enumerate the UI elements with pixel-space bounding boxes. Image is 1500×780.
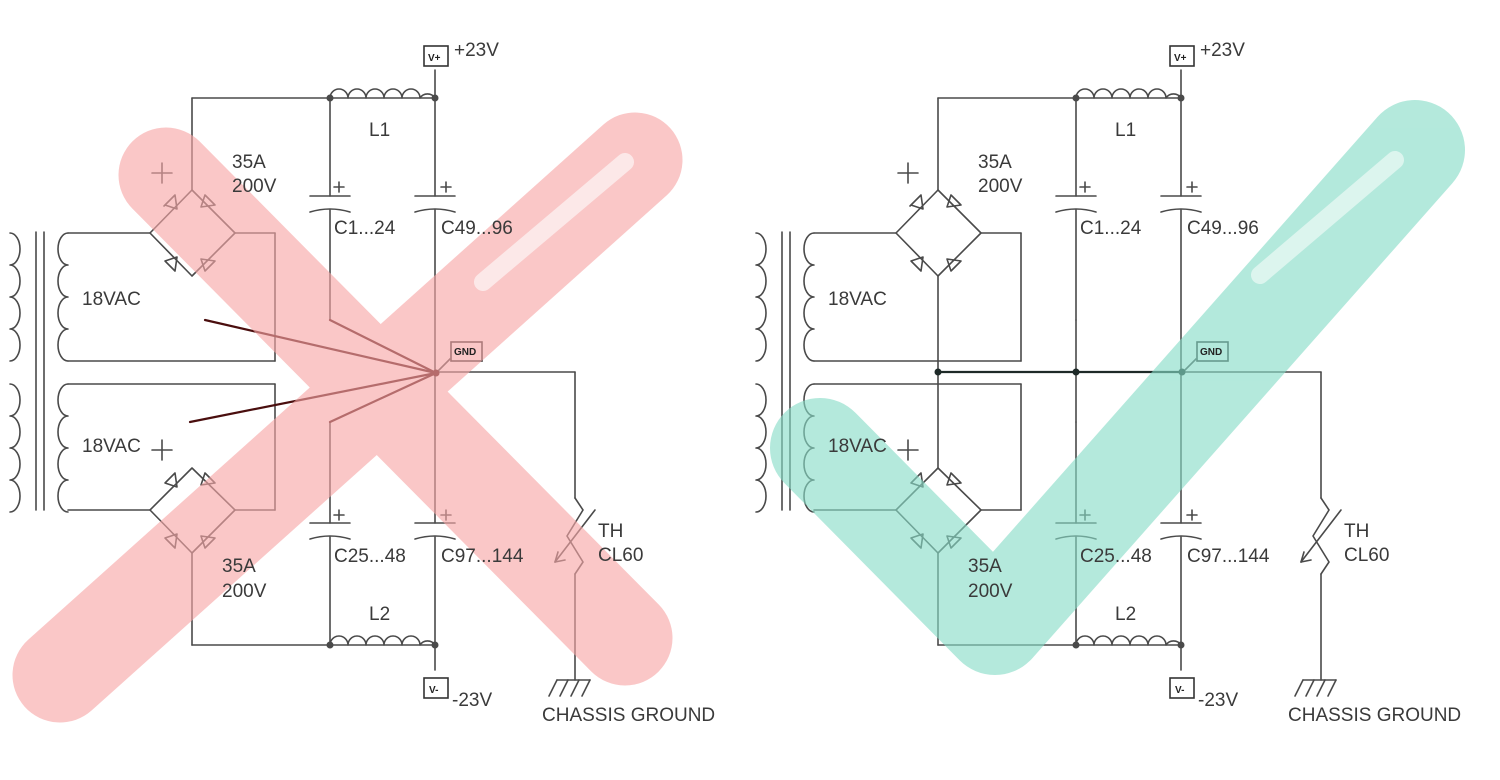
cap-c1-label: C1...24 <box>334 218 396 239</box>
cap-c25-label: C25...48 <box>1080 546 1152 567</box>
cross-mark-icon <box>12 112 683 723</box>
inductor-l1-label: L1 <box>1115 120 1136 141</box>
thermistor-value: CL60 <box>598 545 643 566</box>
vminus-tag: V- <box>1175 685 1184 696</box>
vplus-tag: V+ <box>1174 53 1187 64</box>
inductor-l2-label: L2 <box>1115 604 1136 625</box>
vminus-label: -23V <box>1198 690 1238 711</box>
bridge-top-voltage: 200V <box>232 176 277 197</box>
winding-bottom-label: 18VAC <box>828 436 887 457</box>
gnd-tag: GND <box>454 347 476 358</box>
thermistor-ref: TH <box>1344 521 1369 542</box>
inductor-l2-label: L2 <box>369 604 390 625</box>
winding-top-label: 18VAC <box>828 289 887 310</box>
bridge-top-current: 35A <box>978 152 1012 173</box>
bridge-top-voltage: 200V <box>978 176 1023 197</box>
chassis-ground-label: CHASSIS GROUND <box>542 705 715 726</box>
winding-bottom-label: 18VAC <box>82 436 141 457</box>
cap-c49-label: C49...96 <box>441 218 513 239</box>
bridge-bottom-current: 35A <box>968 556 1002 577</box>
winding-top-label: 18VAC <box>82 289 141 310</box>
cap-c49-label: C49...96 <box>1187 218 1259 239</box>
thermistor-ref: TH <box>598 521 623 542</box>
vminus-label: -23V <box>452 690 492 711</box>
bridge-bottom-current: 35A <box>222 556 256 577</box>
chassis-ground-label: CHASSIS GROUND <box>1288 705 1461 726</box>
cap-c97-label: C97...144 <box>441 546 524 567</box>
vplus-label: +23V <box>1200 40 1245 61</box>
bridge-bottom-voltage: 200V <box>968 581 1013 602</box>
vplus-tag: V+ <box>428 53 441 64</box>
bus-ground-wires <box>934 275 1186 469</box>
thermistor-value: CL60 <box>1344 545 1389 566</box>
left-schematic: +23V V+ -23V V- GND L1 L2 C1...24 C49...… <box>9 40 715 726</box>
vminus-tag: V- <box>429 685 438 696</box>
bridge-bottom-voltage: 200V <box>222 581 267 602</box>
bridge-top-current: 35A <box>232 152 266 173</box>
cap-c1-label: C1...24 <box>1080 218 1142 239</box>
check-mark-icon <box>770 100 1465 675</box>
cap-c25-label: C25...48 <box>334 546 406 567</box>
right-schematic: +23V V+ -23V V- GND L1 L2 C1...24 C49...… <box>755 40 1465 726</box>
gnd-tag: GND <box>1200 347 1222 358</box>
inductor-l1-label: L1 <box>369 120 390 141</box>
cap-c97-label: C97...144 <box>1187 546 1270 567</box>
vplus-label: +23V <box>454 40 499 61</box>
